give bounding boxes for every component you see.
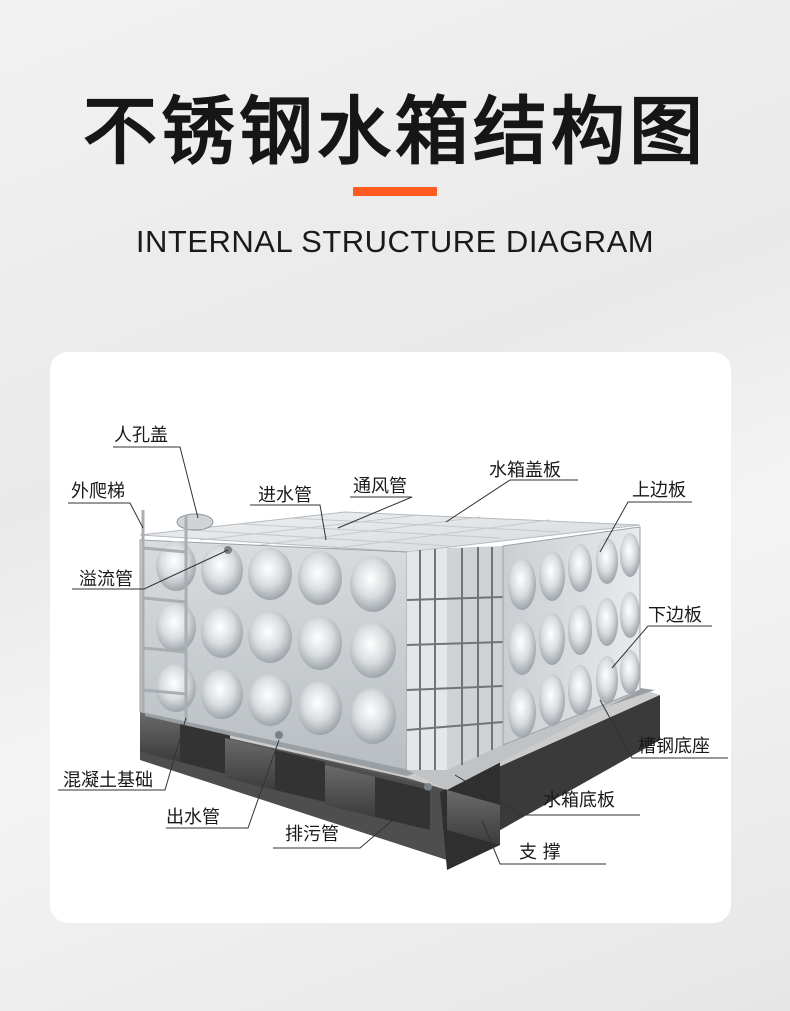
- label-tank-bottom-plate: 水箱底板: [543, 790, 615, 811]
- concrete-blocks: [140, 712, 500, 870]
- label-vent-pipe: 通风管: [353, 476, 407, 497]
- label-channel-steel-base: 槽钢底座: [638, 736, 710, 757]
- page-subtitle: INTERNAL STRUCTURE DIAGRAM: [135, 224, 655, 259]
- label-outlet-pipe: 出水管: [166, 807, 220, 828]
- interior-cutaway: [406, 546, 640, 790]
- leader-lines: [58, 446, 728, 865]
- drain-pipe-shape: [424, 783, 432, 791]
- label-drain-pipe: 排污管: [285, 824, 339, 845]
- label-manhole-cover: 人孔盖: [114, 425, 168, 446]
- page-title: 不锈钢水箱结构图: [83, 89, 707, 175]
- outlet-pipe-shape: [275, 731, 283, 739]
- label-lower-edge-plate: 下边板: [648, 605, 702, 626]
- outer-ladder-shape: [141, 510, 188, 722]
- side-domes: [508, 533, 640, 738]
- label-support: 支 撑: [519, 842, 561, 863]
- accent-divider: [353, 187, 437, 196]
- label-concrete-foundation: 混凝土基础: [63, 770, 153, 791]
- label-upper-edge-plate: 上边板: [632, 480, 686, 501]
- label-tank-cover-plate: 水箱盖板: [489, 460, 561, 481]
- manhole-cover-shape: [176, 513, 214, 531]
- label-outer-ladder: 外爬梯: [71, 481, 125, 502]
- label-overflow-pipe: 溢流管: [79, 569, 133, 590]
- label-inlet-pipe: 进水管: [258, 485, 312, 506]
